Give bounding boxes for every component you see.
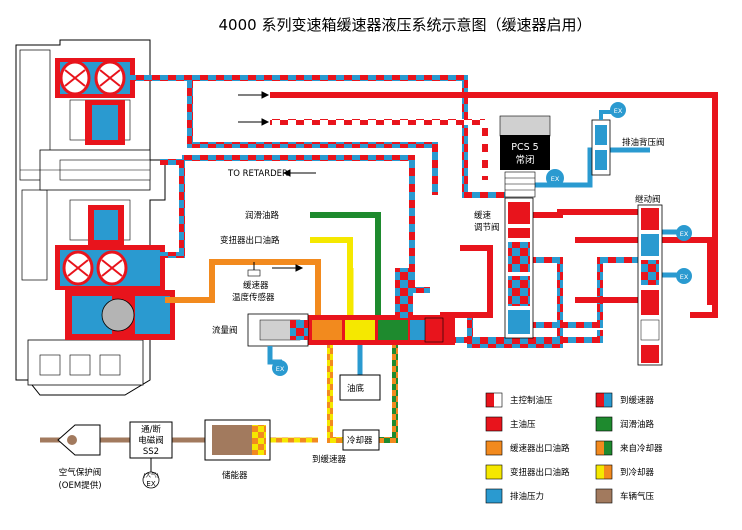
legend-label: 润滑油路 — [620, 419, 655, 430]
accumulator-label: 储能器 — [222, 470, 248, 481]
flow-valve-label: 流量阀 — [212, 325, 238, 336]
cooler — [342, 429, 380, 451]
valve-body-center — [305, 268, 455, 345]
retarder-control-valve — [504, 197, 534, 339]
lube-circuit-label: 润滑油路 — [245, 210, 280, 221]
legend-item: 到冷却器 — [595, 464, 655, 480]
flow-valve: EX — [247, 313, 309, 376]
sump-label: 油底 — [347, 383, 365, 394]
to-retarder-cn-label: 到缓速器 — [312, 454, 347, 465]
solenoid-label-2: 电磁阀 — [138, 435, 164, 446]
diagram-title: 4000 系列变速箱缓速器液压系统示意图（缓速器启用） — [219, 16, 592, 34]
temp-sensor-label-1: 缓速器 — [243, 280, 269, 291]
air-protection-valve — [57, 424, 101, 456]
legend-label: 主控制油压 — [510, 395, 553, 406]
legend-label: 车辆气压 — [620, 491, 655, 502]
relay-valve-label: 继动阀 — [635, 194, 661, 205]
backpressure-valve-label: 排油背压阀 — [622, 137, 665, 148]
flow-valve-ex-label: EX — [276, 365, 285, 373]
pcs5-normally-closed-label: 常闭 — [515, 154, 534, 166]
legend-swatch — [595, 392, 613, 408]
legend-label: 到缓速器 — [620, 395, 655, 406]
air-protection-label: 空气保护阀 — [59, 467, 102, 478]
solenoid-label-1: 通/断 — [141, 424, 161, 435]
legend-swatch — [485, 488, 503, 504]
temp-sensor — [247, 262, 261, 277]
relay-ex-label-2: EX — [680, 273, 689, 281]
on-off-solenoid-ss2 — [129, 421, 173, 489]
cooler-label: 冷却器 — [347, 435, 373, 446]
solenoid-label-3: SS2 — [143, 447, 159, 457]
legend-swatch — [485, 464, 503, 480]
flow-arrows — [238, 91, 316, 272]
legend-swatch — [595, 464, 613, 480]
control-valve-label-2: 调节阀 — [474, 223, 500, 233]
legend-item: 车辆气压 — [595, 488, 655, 504]
legend-swatch — [485, 392, 503, 408]
legend-item: 主控制油压 — [485, 392, 553, 408]
legend-label: 主油压 — [510, 419, 536, 430]
pcs5-label: PCS 5 — [511, 142, 538, 153]
converter-out-label: 变扭器出口油路 — [220, 235, 280, 246]
solenoid-ex-label: EX — [146, 480, 155, 488]
air-exhaust-label: (大气) — [143, 471, 158, 479]
legend-item: 缓速器出口油路 — [485, 440, 570, 456]
legend-label: 来自冷却器 — [620, 443, 663, 454]
legend-label: 变扭器出口油路 — [510, 467, 570, 478]
labels: TO RETARDER 润滑油路 变扭器出口油路 缓速器 温度传感器 流量阀 油… — [58, 107, 688, 491]
legend-item: 排油压力 — [485, 488, 544, 504]
sump — [339, 374, 381, 401]
oem-supplied-label: (OEM提供) — [58, 480, 101, 491]
legend-swatch — [595, 488, 613, 504]
backpressure-ex-label: EX — [614, 107, 623, 115]
retarder-housing-block — [65, 290, 175, 340]
accumulator — [204, 419, 271, 461]
pcs5-ex-label: EX — [551, 175, 560, 183]
legend-item: 变扭器出口油路 — [485, 464, 570, 480]
upper-retarder-rotor — [55, 58, 135, 145]
to-retarder-label: TO RETARDER — [227, 169, 288, 179]
legend-swatch — [595, 416, 613, 432]
legend-item: 到缓速器 — [595, 392, 655, 408]
relay-valve — [637, 204, 692, 366]
legend-swatch — [595, 440, 613, 456]
legend-item: 来自冷却器 — [595, 440, 663, 456]
legend-label: 排油压力 — [510, 491, 544, 502]
legend-label: 缓速器出口油路 — [510, 443, 570, 454]
legend-label: 到冷却器 — [620, 467, 655, 478]
temp-sensor-label-2: 温度传感器 — [232, 292, 275, 303]
lower-retarder-rotor — [55, 205, 165, 290]
pcs5-solenoid — [499, 115, 564, 198]
exhaust-back-pressure-valve — [591, 102, 626, 176]
legend-item: 润滑油路 — [595, 416, 655, 432]
legend-swatch — [485, 440, 503, 456]
control-valve-label-1: 缓速 — [474, 210, 492, 221]
legend-swatch — [485, 416, 503, 432]
legend-item: 主油压 — [485, 416, 536, 432]
relay-ex-label-1: EX — [680, 230, 689, 238]
